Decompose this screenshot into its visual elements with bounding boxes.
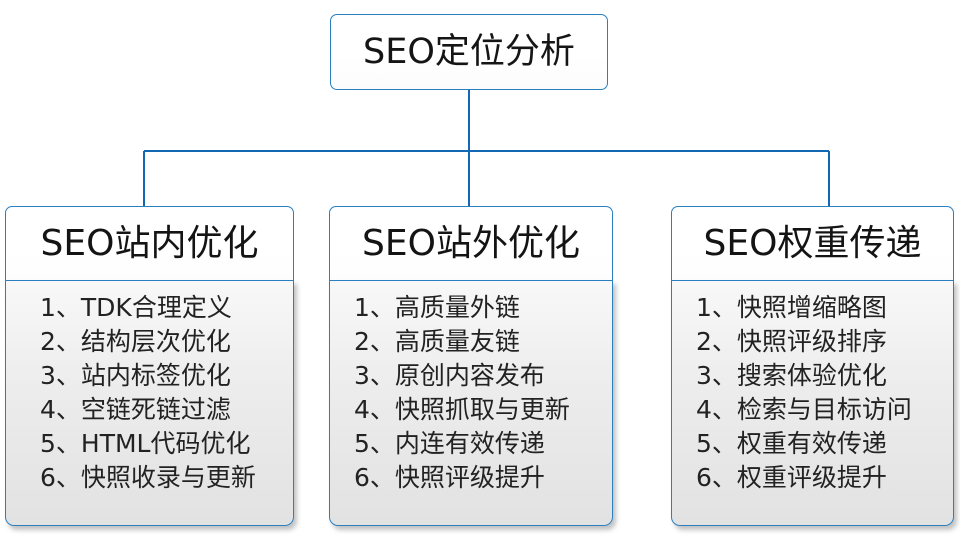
list-item: 6、权重评级提升 xyxy=(696,463,887,493)
list-item: 1、TDK合理定义 xyxy=(40,293,232,323)
list-item: 4、空链死链过滤 xyxy=(40,395,231,425)
branch-header-label-1: SEO站内优化 xyxy=(40,223,259,264)
branch-item-list-3: 1、快照增缩略图 2、快照评级排序 3、搜索体验优化 4、检索与目标访问 5、权… xyxy=(672,291,953,495)
list-item: 1、快照增缩略图 xyxy=(696,293,887,323)
branch-header-1[interactable]: SEO站内优化 xyxy=(5,206,294,282)
list-item: 3、搜索体验优化 xyxy=(696,361,887,391)
branch-column-2: SEO站外优化 1、高质量外链 2、高质量友链 3、原创内容发布 4、快照抓取与… xyxy=(329,206,613,527)
list-item: 2、高质量友链 xyxy=(354,327,520,357)
branch-header-2[interactable]: SEO站外优化 xyxy=(329,206,613,282)
branch-column-1: SEO站内优化 1、TDK合理定义 2、结构层次优化 3、站内标签优化 4、空链… xyxy=(5,206,294,527)
list-item: 5、内连有效传递 xyxy=(354,429,545,459)
branch-body-3: 1、快照增缩略图 2、快照评级排序 3、搜索体验优化 4、检索与目标访问 5、权… xyxy=(671,280,954,527)
list-item: 2、快照评级排序 xyxy=(696,327,887,357)
list-item: 4、检索与目标访问 xyxy=(696,395,912,425)
list-item: 3、原创内容发布 xyxy=(354,361,545,391)
branch-item-list-1: 1、TDK合理定义 2、结构层次优化 3、站内标签优化 4、空链死链过滤 5、H… xyxy=(6,291,293,495)
branch-header-label-2: SEO站外优化 xyxy=(362,223,580,264)
list-item: 5、权重有效传递 xyxy=(696,429,887,459)
list-item: 5、HTML代码优化 xyxy=(40,429,251,459)
branch-column-3: SEO权重传递 1、快照增缩略图 2、快照评级排序 3、搜索体验优化 4、检索与… xyxy=(671,206,954,527)
branch-item-list-2: 1、高质量外链 2、高质量友链 3、原创内容发布 4、快照抓取与更新 5、内连有… xyxy=(330,291,612,495)
root-node-label: SEO定位分析 xyxy=(363,31,575,72)
list-item: 6、快照收录与更新 xyxy=(40,463,256,493)
list-item: 4、快照抓取与更新 xyxy=(354,395,570,425)
list-item: 3、站内标签优化 xyxy=(40,361,231,391)
list-item: 6、快照评级提升 xyxy=(354,463,545,493)
list-item: 2、结构层次优化 xyxy=(40,327,231,357)
branch-header-3[interactable]: SEO权重传递 xyxy=(671,206,954,282)
branch-header-label-3: SEO权重传递 xyxy=(703,223,922,264)
branch-body-1: 1、TDK合理定义 2、结构层次优化 3、站内标签优化 4、空链死链过滤 5、H… xyxy=(5,280,294,527)
branch-body-2: 1、高质量外链 2、高质量友链 3、原创内容发布 4、快照抓取与更新 5、内连有… xyxy=(329,280,613,527)
root-node[interactable]: SEO定位分析 xyxy=(330,14,608,90)
list-item: 1、高质量外链 xyxy=(354,293,520,323)
